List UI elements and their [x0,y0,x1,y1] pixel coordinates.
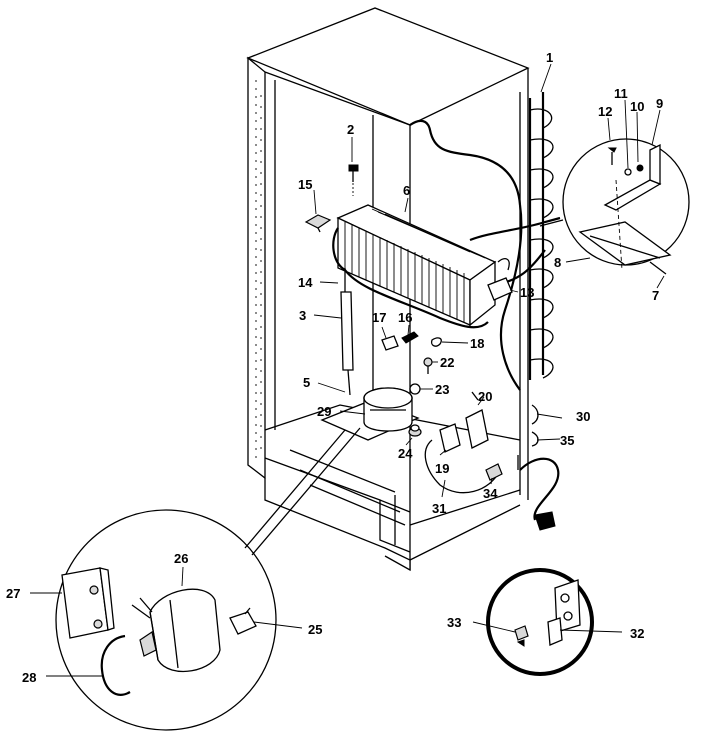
callout-30: 30 [576,409,590,424]
callout-5: 5 [303,375,310,390]
callout-3: 3 [299,308,306,323]
callout-12: 12 [598,104,612,119]
drier-tube [340,268,354,396]
callout-17: 17 [372,310,386,325]
evaporator [332,204,561,329]
condenser-coil [528,92,554,380]
callout-14: 14 [298,275,313,290]
callout-31: 31 [432,501,446,516]
callout-15: 15 [298,177,312,192]
callout-6: 6 [403,183,410,198]
callout-18: 18 [470,336,484,351]
callout-19: 19 [435,461,449,476]
callout-2: 2 [347,122,354,137]
callout-26: 26 [174,551,188,566]
callout-9: 9 [656,96,663,111]
compressor-assembly [320,383,560,531]
outlet-detail-circle [486,568,594,676]
callout-33: 33 [447,615,461,630]
callout-8: 8 [554,255,561,270]
callout-11: 11 [614,86,628,101]
callout-29: 29 [317,404,331,419]
callout-labels: 1 2 3 5 6 7 8 9 10 11 12 13 14 15 16 17 … [6,50,663,685]
callout-1: 1 [546,50,553,65]
callout-35: 35 [560,433,574,448]
leader-lines [30,63,665,677]
callout-25: 25 [308,622,322,637]
compressor-component-detail-circle [55,427,361,731]
callout-28: 28 [22,670,36,685]
callout-20: 20 [478,389,492,404]
callout-32: 32 [630,626,644,641]
refrigerator-cabinet [246,7,530,572]
callout-34: 34 [483,486,498,501]
callout-23: 23 [435,382,449,397]
callout-7: 7 [652,288,659,303]
callout-16: 16 [398,310,412,325]
callout-24: 24 [398,446,413,461]
callout-27: 27 [6,586,20,601]
callout-22: 22 [440,355,454,370]
callout-13: 13 [520,285,534,300]
bracket-detail-circle [539,138,690,275]
callout-10: 10 [630,99,644,114]
